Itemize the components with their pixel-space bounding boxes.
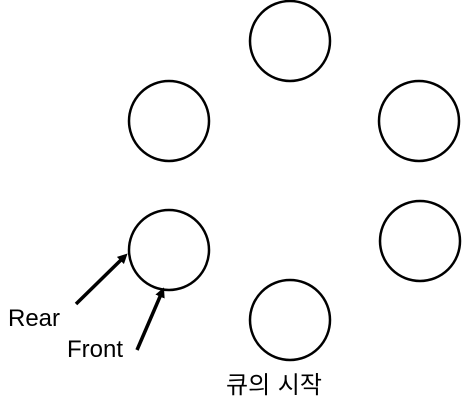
queue-start-label: 큐의 시작 (226, 371, 322, 399)
rear-label: Rear (8, 305, 60, 332)
front-label: Front (67, 336, 123, 363)
queue-slot-upper-right (377, 79, 461, 163)
front-arrow (135, 287, 165, 351)
queue-slot-bottom (248, 278, 332, 362)
rear-arrow (74, 253, 128, 306)
queue-slot-lower-right (378, 199, 462, 283)
queue-slot-lower-left (127, 208, 211, 292)
queue-slot-upper-left (127, 79, 211, 163)
queue-slot-top (248, 0, 332, 83)
